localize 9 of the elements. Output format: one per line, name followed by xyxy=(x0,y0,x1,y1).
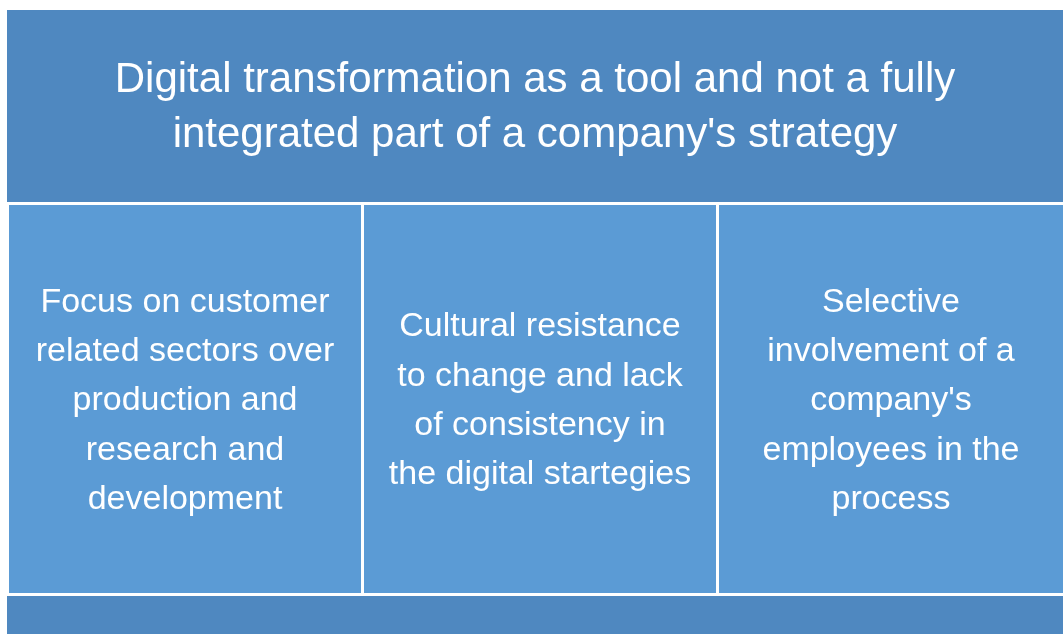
title-band xyxy=(7,10,1063,202)
box-text: Focus on customer related sectors over production and research and development xyxy=(34,279,336,518)
box-text: Selective involvement of a company's employees in the process xyxy=(761,279,1021,518)
box-text: Cultural resistance to change and lack of consistency in the digital startegies xyxy=(387,304,693,494)
column-box xyxy=(364,205,716,593)
footer-bar xyxy=(7,596,1063,634)
column-box xyxy=(9,205,361,593)
title-text: Digital transformation as a tool and not a fully integrated part of a company's strategy xyxy=(113,53,957,158)
column-box xyxy=(719,205,1063,593)
